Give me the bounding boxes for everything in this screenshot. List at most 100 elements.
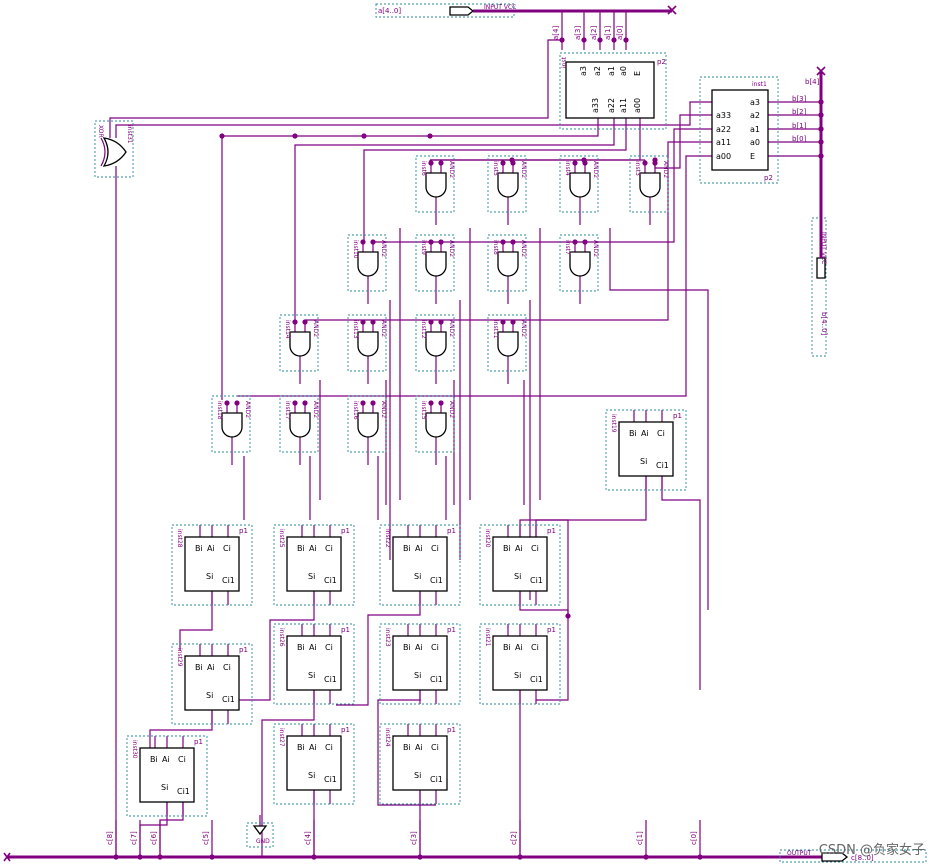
adder-pin: Si bbox=[206, 691, 213, 700]
adder-pin: Si bbox=[514, 572, 521, 581]
and-frame bbox=[415, 234, 455, 292]
and-body bbox=[357, 331, 379, 357]
and-type: AND2 bbox=[592, 240, 599, 257]
and-type: AND2 bbox=[312, 320, 319, 337]
junction-dot bbox=[209, 854, 215, 860]
adder-pin: Ai bbox=[162, 755, 170, 764]
adder-name: inst29 bbox=[176, 648, 183, 667]
wire bbox=[115, 101, 712, 138]
and-type: AND2 bbox=[448, 320, 455, 337]
adder-pin: Ci bbox=[223, 663, 231, 672]
junction-dot bbox=[292, 319, 298, 325]
adder-pin: Ci bbox=[657, 429, 665, 438]
and-type: AND2 bbox=[448, 401, 455, 418]
adder-part: p1 bbox=[673, 412, 682, 420]
and-name: inst18 bbox=[216, 401, 223, 420]
adder-part: p1 bbox=[341, 726, 350, 734]
junction-dot bbox=[361, 133, 367, 139]
and-name: inst17 bbox=[284, 401, 291, 420]
adder-pin: Ci bbox=[531, 544, 539, 553]
adder-pin: Ci1 bbox=[324, 675, 337, 684]
junction-dot bbox=[370, 400, 376, 406]
input-b-label: b[4..0] bbox=[820, 312, 828, 336]
adder-pin: Ai bbox=[415, 643, 423, 652]
junction-dot bbox=[219, 133, 225, 139]
adder-pin: Si bbox=[206, 572, 213, 581]
watermark: CSDN @负家女子 bbox=[818, 843, 925, 858]
wire bbox=[305, 141, 712, 321]
adder-part: p1 bbox=[547, 527, 556, 535]
adder-pin: Bi bbox=[195, 663, 203, 672]
adder-name: inst24 bbox=[384, 728, 391, 747]
adder-pin: Ai bbox=[309, 544, 317, 553]
adder-pin: Ai bbox=[515, 643, 523, 652]
a-bit-label: a[3] bbox=[574, 26, 582, 40]
wire bbox=[654, 114, 712, 169]
bus-end-x bbox=[3, 852, 11, 862]
adder-frame bbox=[379, 524, 461, 606]
wire bbox=[430, 118, 641, 161]
adder-pin: Si bbox=[308, 572, 315, 581]
c-bit-label: c[6] bbox=[150, 831, 158, 845]
adder-pin: Si bbox=[161, 783, 168, 792]
adder-frame bbox=[379, 723, 461, 805]
and-name: inst15 bbox=[420, 401, 427, 420]
inst-b-name: inst1 bbox=[752, 81, 767, 88]
adder-pin: Ai bbox=[207, 663, 215, 672]
adder-pin: Ai bbox=[309, 743, 317, 752]
adder-name: inst19 bbox=[610, 414, 617, 433]
adder-pin: Ci bbox=[531, 643, 539, 652]
adder-frame bbox=[479, 623, 561, 705]
junction-dot bbox=[292, 400, 298, 406]
adder-pin: Ci bbox=[325, 643, 333, 652]
junction-dot bbox=[581, 157, 587, 163]
junction-dot bbox=[517, 854, 523, 860]
c-bit-label: c[0] bbox=[690, 831, 698, 845]
inst-a-pin: a1 bbox=[607, 66, 616, 76]
and-name: inst13 bbox=[352, 320, 359, 339]
adder-pin: Bi bbox=[150, 755, 158, 764]
junction-dot bbox=[234, 400, 240, 406]
inst-b-pin: a22 bbox=[716, 125, 731, 134]
adder-name: inst27 bbox=[278, 728, 285, 747]
junction-dot bbox=[302, 400, 308, 406]
adder-pin: Ci1 bbox=[530, 675, 543, 684]
adder-body bbox=[184, 655, 240, 711]
and-name: inst9 bbox=[420, 240, 427, 255]
adder-frame bbox=[171, 524, 253, 606]
adder-name: inst28 bbox=[176, 529, 183, 548]
and-type: AND2 bbox=[592, 161, 599, 178]
junction-dot bbox=[113, 854, 119, 860]
gnd-label: GND bbox=[256, 838, 270, 845]
junction-dot bbox=[360, 239, 366, 245]
junction-dot bbox=[292, 133, 298, 139]
and-name: inst10 bbox=[352, 240, 359, 259]
junction-dot bbox=[438, 400, 444, 406]
junction-dot bbox=[137, 854, 143, 860]
adder-body bbox=[618, 421, 674, 477]
adder-frame bbox=[273, 723, 355, 805]
inst-a-frame bbox=[559, 52, 667, 130]
inst-b-pin: a3 bbox=[750, 98, 760, 107]
b-bit-label: b[2] bbox=[792, 108, 807, 116]
c-bit-label: c[3] bbox=[410, 831, 418, 845]
adder-pin: Si bbox=[640, 457, 647, 466]
junction-dot bbox=[818, 112, 824, 118]
adder-body bbox=[286, 635, 342, 691]
adder-pin: Ci bbox=[223, 544, 231, 553]
inst-a-pin: a33 bbox=[591, 98, 600, 113]
inst-a-pin: a22 bbox=[607, 98, 616, 113]
adder-name: inst22 bbox=[384, 529, 391, 548]
adder-pin: Si bbox=[414, 771, 421, 780]
wire bbox=[179, 591, 213, 650]
adder-body bbox=[392, 635, 448, 691]
wire bbox=[319, 380, 525, 505]
